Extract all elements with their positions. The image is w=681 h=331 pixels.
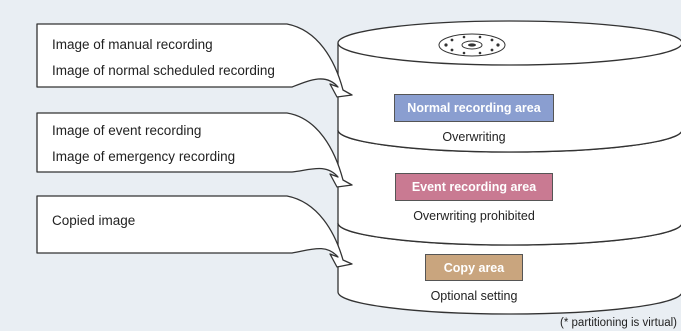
callout-event: Image of event recording Image of emerge… [52,118,235,170]
normal-recording-area-note: Overwriting [442,130,506,144]
callout-normal: Image of manual recording Image of norma… [52,32,275,84]
callout-arrow-copy [36,195,353,268]
copy-area-label: Copy area [425,254,523,281]
callout-line: Image of manual recording [52,37,213,52]
callout-line: Image of emergency recording [52,149,236,164]
callout-line: Image of event recording [52,123,202,138]
footnote: (* partitioning is virtual) [560,317,677,329]
disc-hub-icon [438,33,506,57]
event-recording-area-label: Event recording area [395,173,553,201]
callout-copy: Copied image [52,208,135,234]
callout-line: Copied image [52,213,136,228]
callout-arrow-normal [36,23,353,98]
copy-area-note: Optional setting [430,289,518,303]
callout-arrow-event [36,112,353,188]
callout-line: Image of normal scheduled recording [52,63,275,78]
normal-recording-area-label: Normal recording area [394,94,554,122]
event-recording-area-note: Overwriting prohibited [413,209,535,223]
